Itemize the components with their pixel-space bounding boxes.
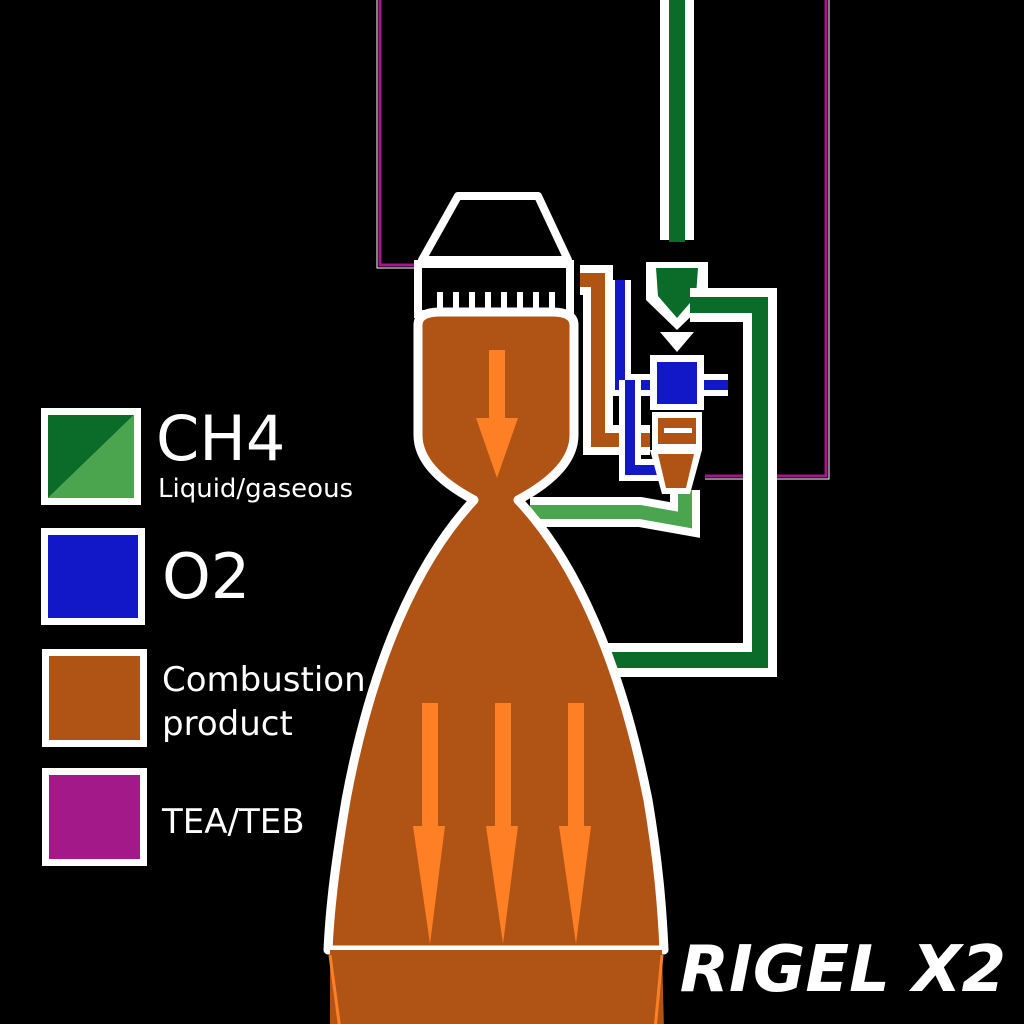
legend-label-combustion: Combustion: [162, 660, 366, 700]
gas-generator: [650, 332, 704, 494]
legend-sublabel-ch4: Liquid/gaseous: [158, 474, 354, 504]
engine-title: RIGEL X2: [679, 933, 1006, 1007]
flow-arrows: [413, 350, 591, 944]
legend-label-tea-teb: TEA/TEB: [162, 802, 305, 842]
ch4-gas-return: [530, 490, 700, 538]
legend-label-o2: O2: [162, 540, 251, 613]
legend-swatches: [41, 408, 147, 866]
ch4-cooling-loop: [600, 288, 777, 677]
legend-label-ch4: CH4: [156, 402, 286, 475]
legend-swatch-tea-teb: [42, 768, 147, 866]
nozzle-flow-arrow-left: [413, 703, 445, 944]
o2-lines: [609, 280, 728, 481]
chamber-flow-arrow: [476, 350, 518, 478]
legend-label-combustion-line2: product: [162, 704, 293, 744]
ch4-main-feed: [646, 0, 708, 330]
legend-swatch-ch4: [41, 408, 141, 505]
legend-swatch-combustion: [42, 649, 147, 747]
nozzle-flow-arrow-center: [486, 703, 518, 944]
nozzle-flow-arrow-right: [559, 703, 591, 944]
legend-swatch-o2: [41, 528, 145, 625]
